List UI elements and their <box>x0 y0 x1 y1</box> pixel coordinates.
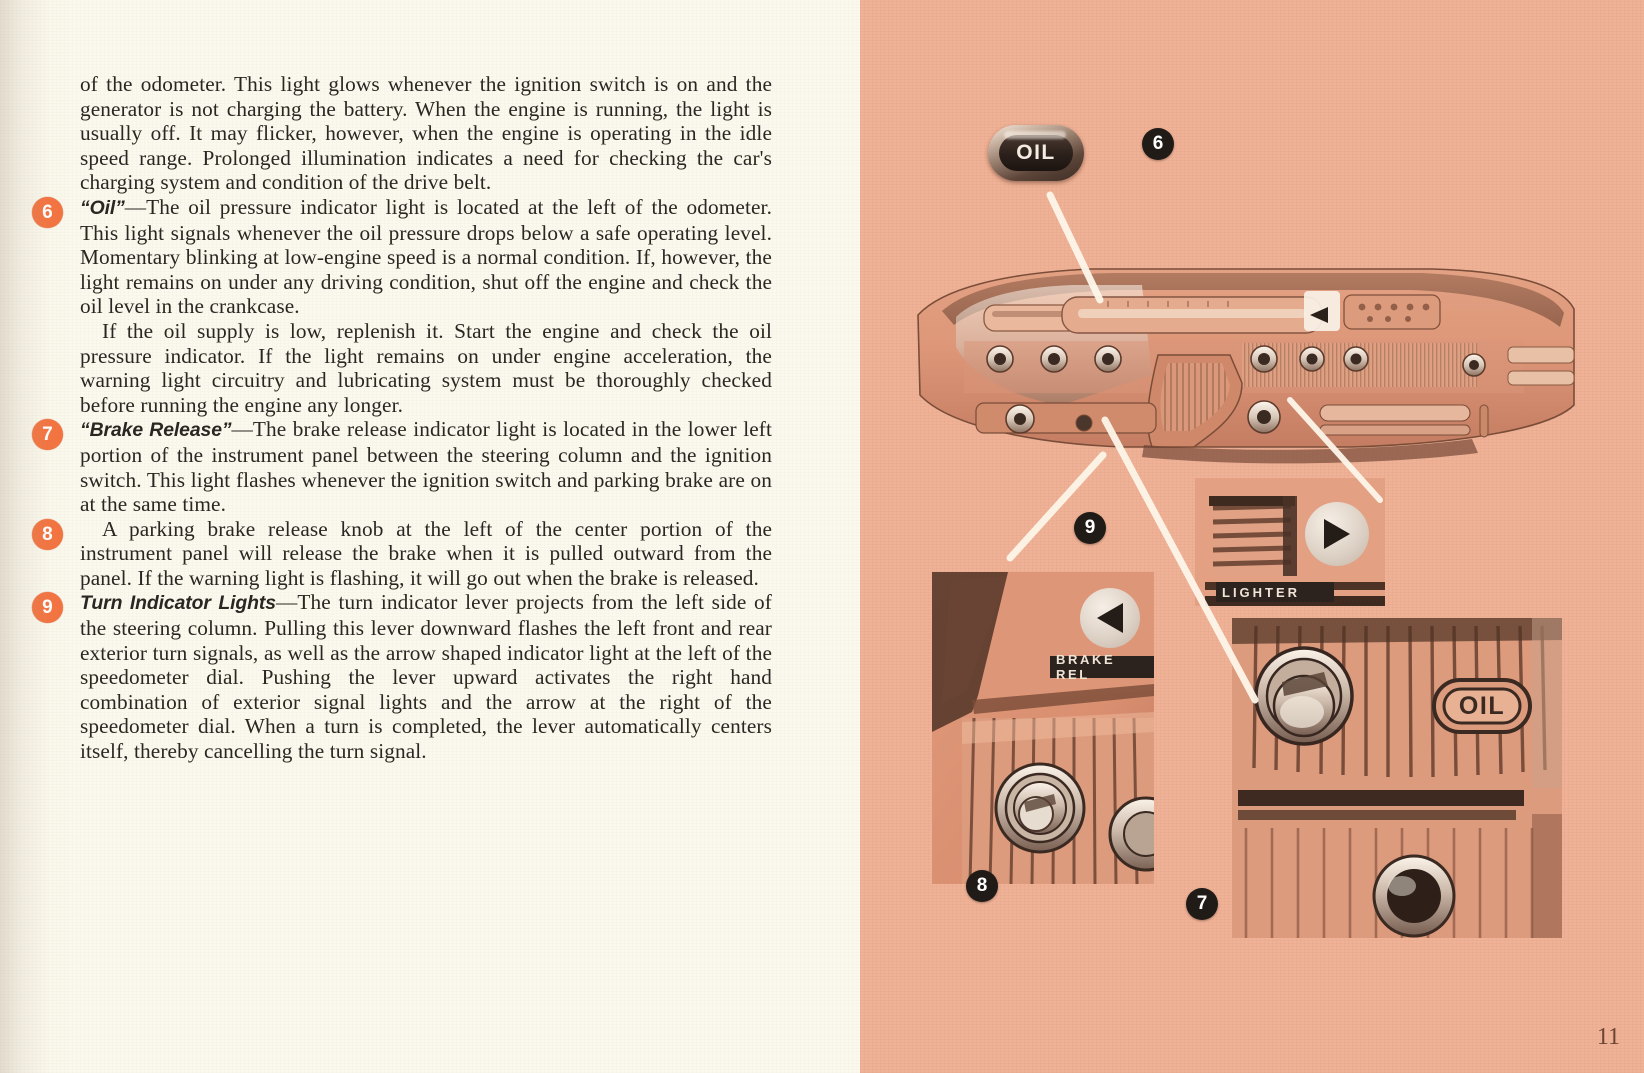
svg-text:OIL: OIL <box>1459 692 1505 720</box>
trim-bar <box>1238 790 1524 806</box>
ashtray-trim <box>1319 404 1471 422</box>
callout-badge-9: 9 <box>1074 512 1106 544</box>
leader-line-oil-lamp <box>1046 191 1104 304</box>
instrument-panel-illustration <box>912 255 1580 470</box>
lighter-side-shadow <box>1283 496 1297 576</box>
paragraph-text: of the odometer. This light glows whenev… <box>80 72 772 195</box>
rib-highlight-band <box>962 712 1154 744</box>
gauge-ticks <box>1107 301 1229 307</box>
control-knob-large <box>1254 646 1354 746</box>
paragraph-brake-release: 7 “Brake Release”—The brake release indic… <box>32 417 772 517</box>
paragraph-oil: 6 “Oil”—The oil pressure indicator light … <box>32 194 772 319</box>
paragraph-text: A parking brake release knob at the left… <box>80 516 772 590</box>
margin-marker-9: 9 <box>32 592 63 624</box>
turn-indicator-arrow-left <box>1080 588 1140 648</box>
lamp-highlight <box>1004 131 1066 139</box>
detail-panel-oil-knob: OIL <box>1232 618 1562 938</box>
brake-release-name-plate: BRAKE REL <box>1050 652 1154 682</box>
margin-marker-8: 8 <box>32 518 63 550</box>
paragraph-turn-indicator: 9 Turn Indicator Lights—The turn indicato… <box>32 590 772 764</box>
right-vent <box>1507 346 1575 364</box>
dash-bottom-shadow <box>1142 439 1478 464</box>
margin-marker-6: 6 <box>32 196 63 228</box>
page-number: 11 <box>1596 1024 1620 1050</box>
turn-indicator-arrow-right <box>1305 502 1369 566</box>
leader-lines-group <box>1006 191 1383 704</box>
paragraph-text: If the oil supply is low, replenish it. … <box>80 318 772 417</box>
right-illustration-page: OIL <box>860 0 1644 1073</box>
left-arrow-icon <box>1097 603 1123 633</box>
turn-arrow-icon <box>1310 307 1328 323</box>
callout-badge-7: 7 <box>1186 888 1218 920</box>
lighter-plate-label: LIGHTER <box>1222 584 1301 600</box>
right-edge-shadow <box>1532 814 1562 938</box>
leader-line-turn-arrow <box>1101 416 1259 704</box>
oil-indicator-lamp: OIL <box>988 125 1084 181</box>
paragraph-lead-oil: “Oil” <box>80 196 125 219</box>
callout-badge-8: 8 <box>966 870 998 902</box>
lighter-name-plate: LIGHTER <box>1216 582 1334 602</box>
body-text-column: of the odometer. This light glows whenev… <box>32 72 772 764</box>
paragraph-lead-brake-release: “Brake Release” <box>80 419 232 442</box>
paragraph-text: —The oil pressure indicator light is loc… <box>80 194 772 319</box>
oil-knob-photo: OIL <box>1232 618 1562 938</box>
right-arrow-icon <box>1324 519 1350 549</box>
brake-release-knob <box>994 762 1086 854</box>
leader-line-brake-release <box>1006 451 1107 562</box>
oil-lamp-label: OIL <box>1016 141 1056 164</box>
column-shroud <box>1160 363 1230 431</box>
ignition-socket <box>1372 854 1456 938</box>
margin-marker-7: 7 <box>32 419 63 451</box>
right-vent-lower <box>1507 370 1575 386</box>
right-edge-upper <box>1532 618 1562 788</box>
paragraph-text: —The turn indicator lever projects from … <box>80 590 772 764</box>
trim-bar-shadow <box>1238 810 1516 820</box>
control-knob-row <box>986 345 1486 377</box>
detail-panel-brake-release: BRAKE REL <box>932 572 1154 884</box>
oil-indicator-badge: OIL <box>1432 678 1532 734</box>
paragraph-generator-light: of the odometer. This light glows whenev… <box>80 72 772 195</box>
paragraph-oil-supply: If the oil supply is low, replenish it. … <box>80 319 772 417</box>
brake-release-plate-label: BRAKE REL <box>1056 652 1116 682</box>
paragraph-text: —The brake release indicator light is lo… <box>80 417 772 517</box>
oil-panel-top-shadow <box>1232 618 1562 644</box>
lamp-lens: OIL <box>999 135 1073 171</box>
door-handle-detail <box>1479 404 1489 438</box>
paragraph-lead-turn-indicator: Turn Indicator Lights <box>80 592 276 615</box>
lighter-top-edge <box>1209 496 1295 506</box>
brake-release-knob-small <box>1075 414 1093 432</box>
lighter-ribs <box>1212 503 1292 567</box>
left-text-page: of the odometer. This light glows whenev… <box>0 0 860 1073</box>
ignition-switch <box>1005 404 1035 434</box>
dashboard-drawing <box>917 268 1575 464</box>
secondary-knob <box>1108 796 1154 872</box>
fan-control-knob <box>1247 400 1281 434</box>
shadow-highlight <box>942 576 1008 704</box>
panel-edge <box>972 684 1154 714</box>
leader-line-lighter <box>1287 397 1383 503</box>
right-gauge-dots <box>1358 303 1430 322</box>
gauge-strip-chrome <box>1078 309 1306 318</box>
paragraph-brake-knob: 8 A parking brake release knob at the lef… <box>32 516 772 591</box>
callout-badge-6: 6 <box>1142 128 1174 160</box>
